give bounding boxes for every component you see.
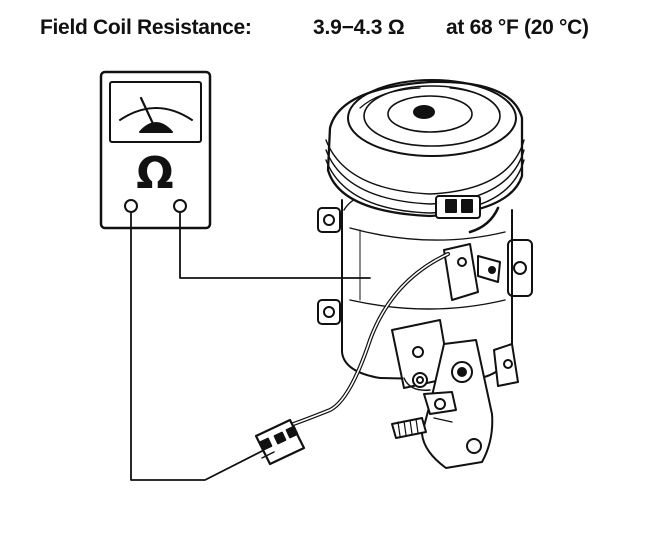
connector-plug-icon xyxy=(254,418,306,466)
mount-boss-right xyxy=(507,239,533,297)
ohmmeter-terminal-negative xyxy=(124,199,138,213)
test-leads xyxy=(130,211,371,481)
ohmmeter-body xyxy=(99,70,212,230)
mount-boss-upper-left xyxy=(317,207,341,233)
ohmmeter-unit-symbol: Ω xyxy=(136,148,173,199)
test-lead-to-connector xyxy=(130,211,269,481)
ohmmeter-scale-arc xyxy=(119,107,193,121)
clutch-pulley xyxy=(325,79,525,218)
caption-resistance-range: 3.9−4.3 Ω xyxy=(313,16,405,39)
caption-label: Field Coil Resistance: xyxy=(40,16,252,39)
ohmmeter-terminal-positive xyxy=(173,199,187,213)
ac-compressor-illustration xyxy=(280,79,533,469)
caption-temperature-condition: at 68 °F (20 °C) xyxy=(446,16,589,39)
ohmmeter-needle-pivot xyxy=(139,122,173,133)
lower-mount-flange xyxy=(423,343,519,415)
test-lead-to-compressor-body xyxy=(179,211,371,279)
figure-caption: Field Coil Resistance: 3.9−4.3 Ω at 68 °… xyxy=(0,10,672,44)
mount-boss-lower-left xyxy=(317,299,341,325)
ohmmeter-dial-window xyxy=(109,81,202,143)
threaded-stud xyxy=(391,417,427,439)
ohmmeter-icon: Ω xyxy=(99,70,212,230)
field-coil-lead-bracket xyxy=(443,206,501,301)
compressor-top-connector xyxy=(435,195,481,219)
